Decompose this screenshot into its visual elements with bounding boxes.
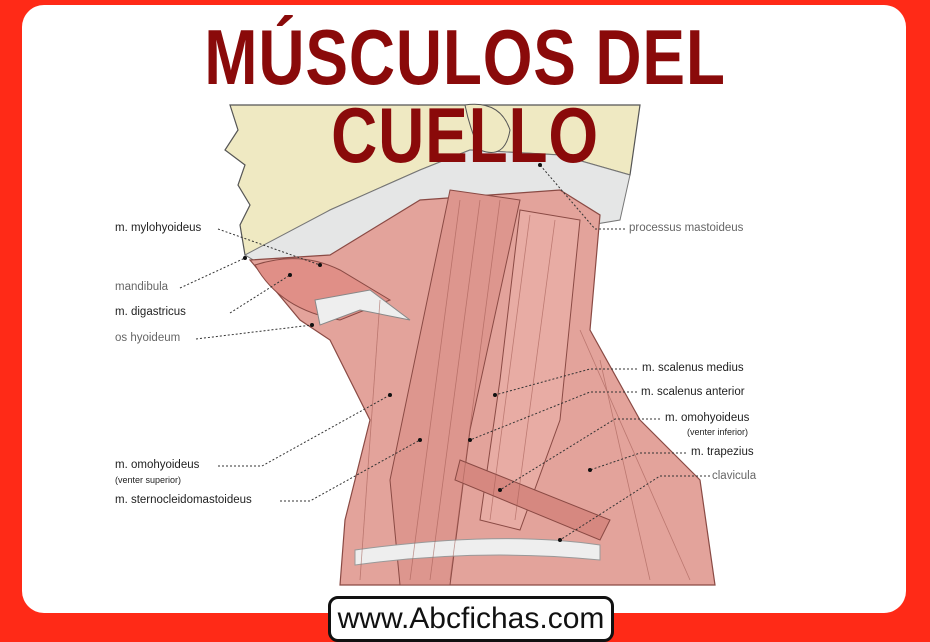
label-mylohyoideus: m. mylohyoideus [115,222,202,234]
label-trapezius: m. trapezius [691,446,754,458]
neck-muscle-diagram [179,103,716,586]
label-os-hyoideum: os hyoideum [115,332,181,344]
label-venter-inferior: (venter inferior) [687,427,749,437]
label-scalenus-medius: m. scalenus medius [642,362,744,374]
label-clavicula: clavicula [712,470,757,482]
label-venter-superior: (venter superior) [115,475,182,485]
hyoid-bone [314,289,411,326]
website-url[interactable]: www.Abcfichas.com [328,596,614,642]
label-scalenus-anterior: m. scalenus anterior [641,386,745,398]
label-omohyoideus-superior: m. omohyoideus [115,459,200,471]
muscle-fibers [359,199,691,581]
label-sternocleidomastoideus: m. sternocleidomastoideus [115,494,252,506]
leader-lines [179,164,710,541]
label-processus-mastoideus: processus mastoideus [629,222,744,234]
label-mandibula: mandibula [115,281,169,293]
page-title: MÚSCULOS DEL CUELLO [204,13,726,179]
clavicle-bone [354,538,601,566]
scalenus [479,209,581,531]
omohyoid-inferior [454,459,611,541]
leader-dots [243,163,592,542]
label-digastricus: m. digastricus [115,306,186,318]
ear [464,103,511,153]
label-omohyoideus-inferior: m. omohyoideus [665,412,750,424]
